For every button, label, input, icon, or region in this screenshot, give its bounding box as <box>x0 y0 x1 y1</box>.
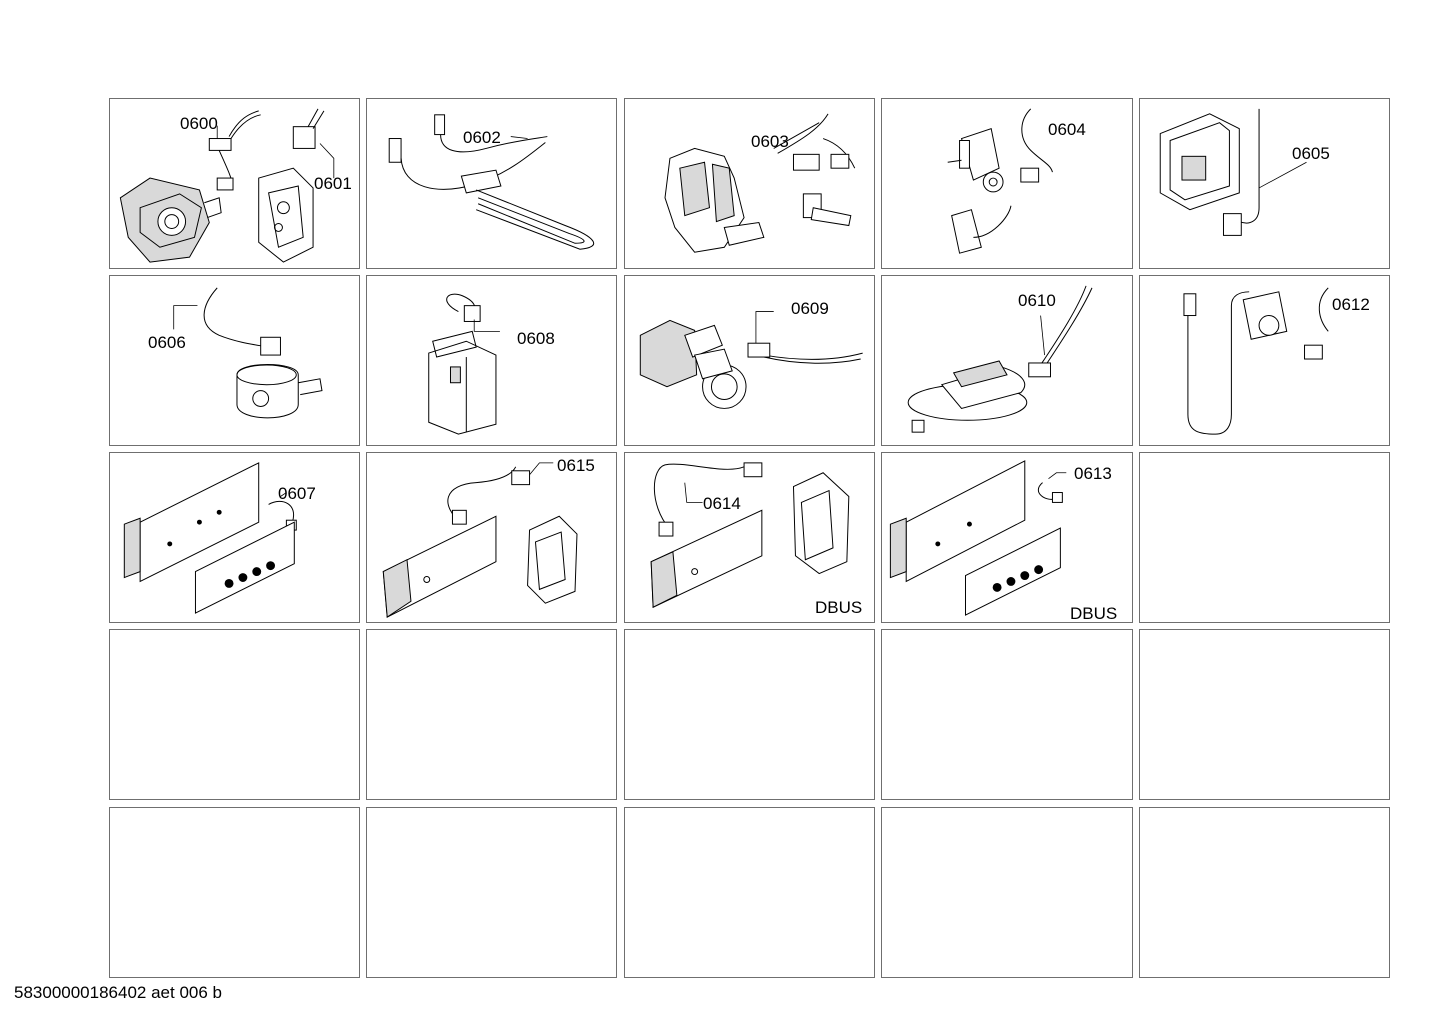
cell-empty-r4c2 <box>366 629 617 800</box>
cell-empty-r4c5 <box>1139 629 1390 800</box>
control-box-illustration <box>1159 108 1307 236</box>
part-label-0603: 0603 <box>751 132 789 151</box>
pcb-module-illustration <box>123 462 297 614</box>
part-label-0610: 0610 <box>1018 291 1056 310</box>
cell-0612[interactable]: 0612 <box>1139 275 1390 446</box>
motor-and-module-illustration <box>119 108 335 263</box>
cell-0614[interactable]: 0614 DBUS <box>624 452 875 623</box>
cell-0607[interactable]: 0607 <box>109 452 360 623</box>
part-label-0601: 0601 <box>314 174 352 193</box>
part-label-0612: 0612 <box>1332 295 1370 314</box>
cell-0603[interactable]: 0603 <box>624 98 875 269</box>
cell-empty-r3c5 <box>1139 452 1390 623</box>
part-label-0605: 0605 <box>1292 144 1330 163</box>
filter-capacitor-illustration <box>428 293 500 435</box>
cell-0610[interactable]: 0610 <box>881 275 1133 446</box>
cell-empty-r5c4 <box>881 807 1133 978</box>
part-label-0600: 0600 <box>180 114 218 133</box>
cell-0605[interactable]: 0605 <box>1139 98 1390 269</box>
control-unit-dbus-illustration <box>650 462 850 608</box>
document-id-footer: 58300000186402 aet 006 b <box>14 983 222 1002</box>
cell-empty-r5c3 <box>624 807 875 978</box>
valve-illustration <box>664 113 856 253</box>
part-label-0607: 0607 <box>278 484 316 503</box>
hose-and-switch-illustration <box>1183 287 1329 435</box>
dbus-label: DBUS <box>1070 604 1118 623</box>
part-label-0615: 0615 <box>557 456 595 475</box>
part-label-0614: 0614 <box>703 494 741 513</box>
part-label-0613: 0613 <box>1074 464 1112 483</box>
cell-0608[interactable]: 0608 <box>366 275 617 446</box>
pcb-module-dbus-illustration <box>889 460 1067 616</box>
part-label-0606: 0606 <box>148 333 186 352</box>
cell-empty-r5c1 <box>109 807 360 978</box>
cell-empty-r4c1 <box>109 629 360 800</box>
part-label-0602: 0602 <box>463 128 501 147</box>
part-label-0609: 0609 <box>791 299 829 318</box>
part-label-0608: 0608 <box>517 329 555 348</box>
cell-empty-r5c5 <box>1139 807 1390 978</box>
heater-element-illustration <box>388 114 595 250</box>
part-label-0604: 0604 <box>1048 120 1086 139</box>
pressure-sensor-illustration <box>173 287 323 419</box>
cell-empty-r5c2 <box>366 807 617 978</box>
cell-0602[interactable]: 0602 <box>366 98 617 269</box>
cell-0615[interactable]: 0615 <box>366 452 617 623</box>
sensor-assembly-illustration <box>907 285 1093 433</box>
control-unit-illustration <box>382 462 578 618</box>
cell-empty-r4c3 <box>624 629 875 800</box>
cell-0606[interactable]: 0606 <box>109 275 360 446</box>
cell-0604[interactable]: 0604 <box>881 98 1133 269</box>
cell-empty-r4c4 <box>881 629 1133 800</box>
cell-0609[interactable]: 0609 <box>624 275 875 446</box>
dbus-label: DBUS <box>815 598 863 617</box>
cell-0613[interactable]: 0613 DBUS <box>881 452 1133 623</box>
solenoid-illustration <box>947 108 1053 254</box>
cell-0600-0601[interactable]: 0600 0601 <box>109 98 360 269</box>
drain-pump-illustration <box>639 311 863 409</box>
